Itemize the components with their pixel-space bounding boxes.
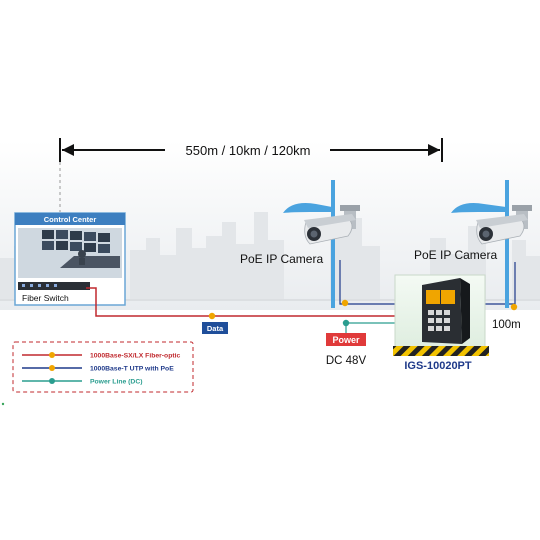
fiber-line bbox=[86, 287, 395, 317]
power-badge: Power bbox=[326, 333, 366, 346]
distance-dimension: 550m / 10km / 120km bbox=[59, 138, 443, 212]
power-line bbox=[342, 319, 395, 333]
legend-label-0: 1000Base-SX/LX Fiber-optic bbox=[90, 353, 180, 360]
camera-2-icon bbox=[476, 205, 532, 245]
camera-2-label: PoE IP Camera bbox=[414, 248, 497, 262]
monitor-wall-image bbox=[18, 228, 122, 278]
fiber-switch-device bbox=[18, 282, 90, 290]
camera-1-icon bbox=[304, 205, 360, 245]
legend-label-1: 1000Base-T UTP with PoE bbox=[90, 366, 174, 373]
legend-dot-1 bbox=[49, 365, 55, 371]
camera-pole-1 bbox=[283, 180, 335, 308]
junction-dot bbox=[208, 312, 216, 320]
legend-label-2: Power Line (DC) bbox=[90, 379, 143, 386]
power-badge-label: Power bbox=[332, 335, 360, 345]
data-tag: Data bbox=[202, 322, 228, 334]
distance-label: 550m / 10km / 120km bbox=[186, 143, 311, 158]
igs-switch-device bbox=[422, 278, 470, 344]
junction-dot bbox=[341, 299, 349, 307]
power-voltage-label: DC 48V bbox=[326, 355, 367, 367]
marker-dot bbox=[1, 402, 5, 406]
utp-distance-label: 100m bbox=[492, 319, 521, 331]
control-center: Control Center Fiber Switch bbox=[14, 212, 126, 306]
legend-dot-0 bbox=[49, 352, 55, 358]
fiber-switch-label: Fiber Switch bbox=[22, 293, 69, 303]
control-center-title: Control Center bbox=[44, 215, 97, 224]
legend: 1000Base-SX/LX Fiber-optic 1000Base-T UTP… bbox=[12, 341, 194, 393]
device-model-label: IGS-10020PT bbox=[404, 360, 472, 372]
legend-dot-2 bbox=[49, 378, 55, 384]
junction-dot bbox=[510, 303, 518, 311]
junction-dot bbox=[342, 319, 350, 327]
camera-1-label: PoE IP Camera bbox=[240, 252, 323, 266]
camera-pole-2 bbox=[451, 180, 509, 308]
data-tag-label: Data bbox=[207, 324, 224, 333]
